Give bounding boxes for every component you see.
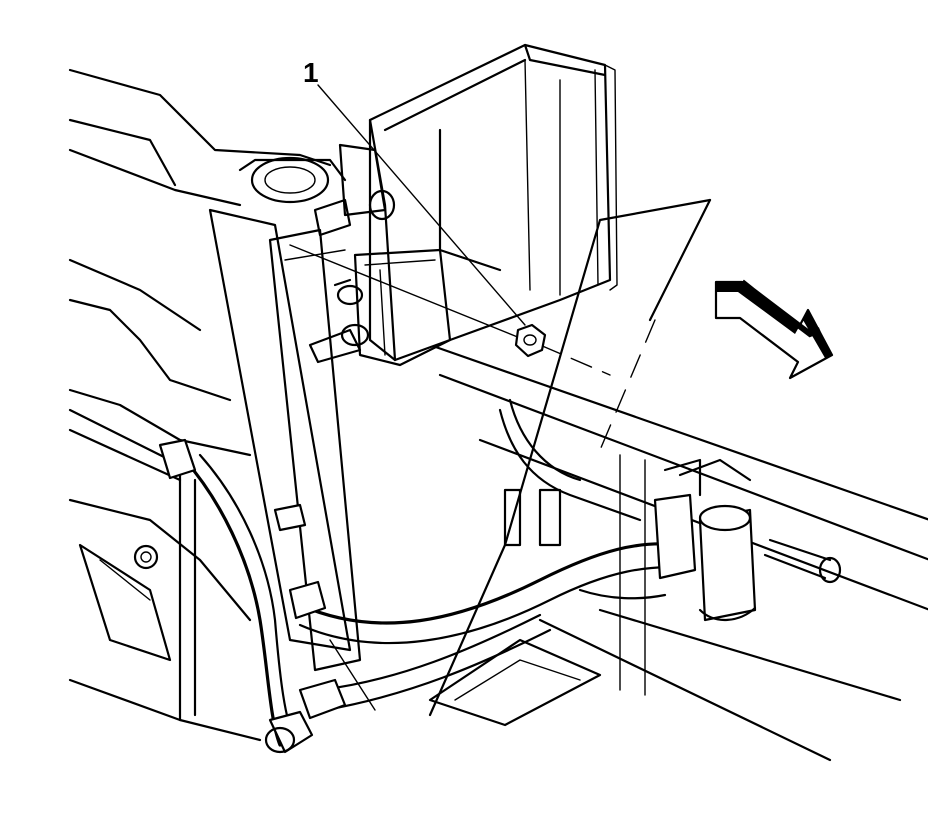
fuel-tank: [68, 468, 262, 742]
vent-filter: [653, 458, 842, 622]
tank-neck: [238, 156, 347, 204]
callout-1: 1: [303, 57, 526, 326]
hose-connectors: [158, 438, 347, 754]
evap-canister-mounting-nut: [514, 323, 547, 358]
evap-hoses: [183, 398, 687, 747]
evap-canister: [308, 43, 618, 367]
lower-bracket: [428, 488, 602, 727]
callout-1-label: 1: [303, 57, 319, 88]
front-direction-arrow: [714, 279, 834, 380]
exploded-view-lines: [289, 198, 712, 717]
